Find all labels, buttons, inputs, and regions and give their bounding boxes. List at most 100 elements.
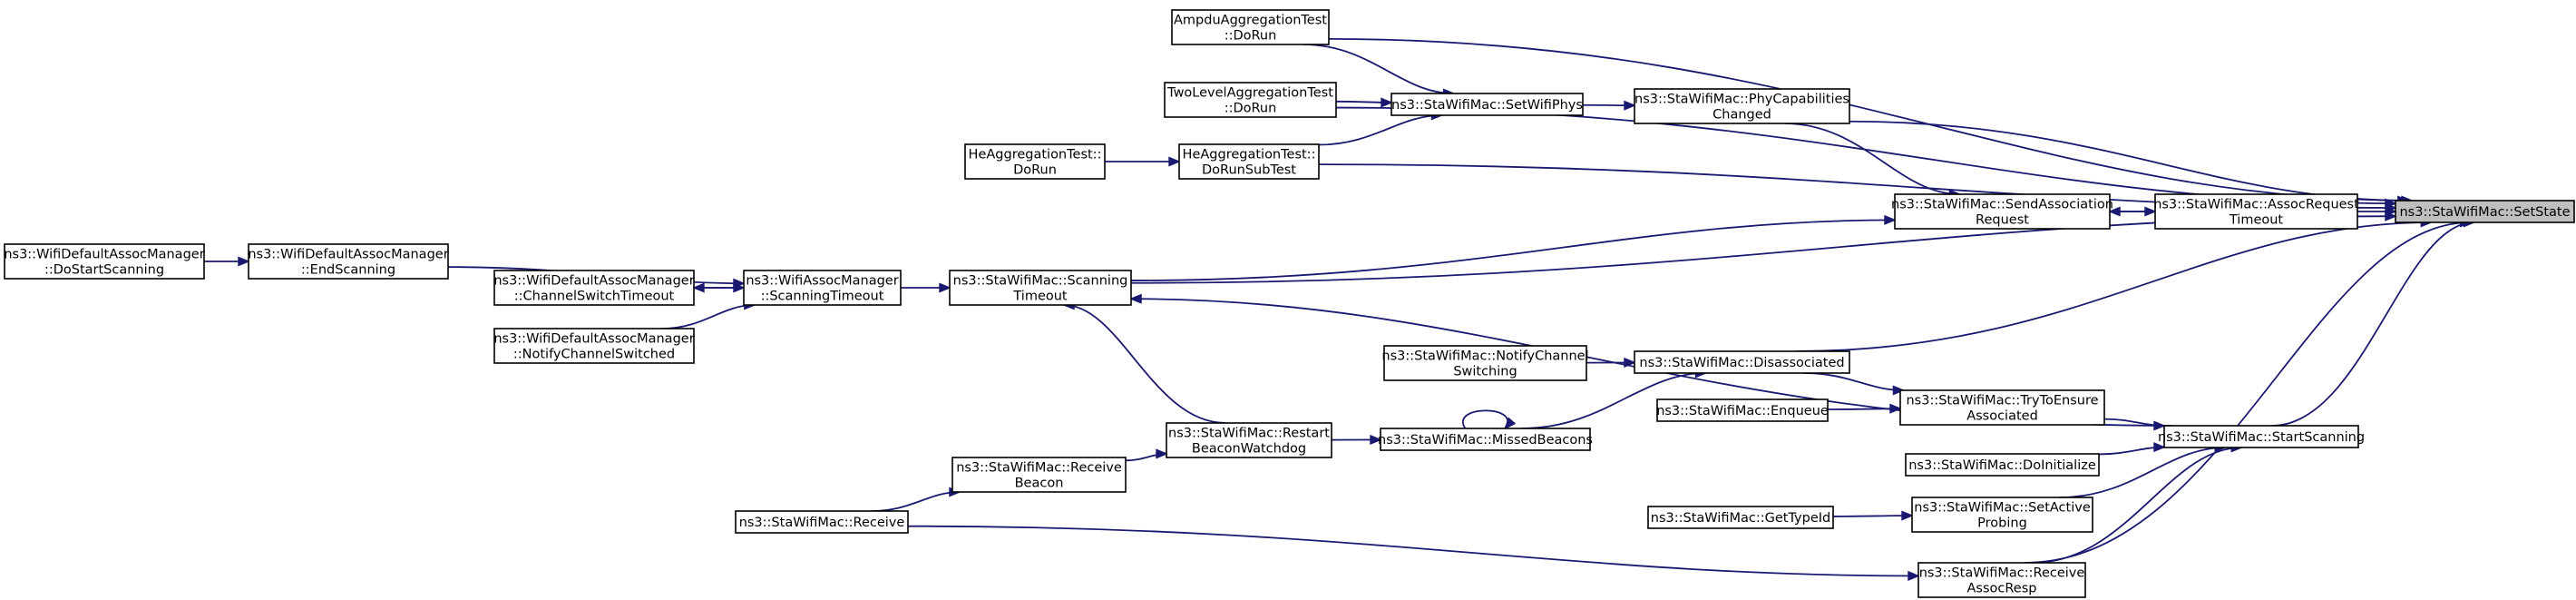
edge-missed-beacons-to-missed-beacons: [1462, 409, 1517, 430]
edge-arrowhead: [1624, 100, 1636, 111]
node-label-line: ns3::WifiDefaultAssocManager: [493, 274, 694, 289]
node-box: [1390, 93, 1584, 116]
edge-line: [1827, 408, 1901, 410]
node-label-line: ::EndScanning: [301, 263, 395, 278]
edge-arrowhead: [1370, 434, 1382, 445]
node-label-line: ns3::StaWifiMac::TryToEnsure: [1906, 394, 2098, 408]
edge-arrowhead: [1168, 156, 1181, 167]
node-label-line: BeaconWatchdog: [1192, 442, 1306, 457]
node-label-line: ::DoStartScanning: [44, 263, 164, 278]
edge-he-agg-do-run-to-he-agg-do-run-sub-test: [1105, 156, 1181, 167]
node-enqueue[interactable]: ns3::StaWifiMac::Enqueue: [1656, 398, 1829, 422]
node-receive[interactable]: ns3::StaWifiMac::Receive: [735, 510, 909, 534]
edge-do-start-scanning-to-end-scanning: [204, 256, 250, 267]
node-box: [1905, 453, 2100, 477]
node-two-level-do-run[interactable]: TwoLevelAggregationTest::DoRun: [1164, 82, 1337, 118]
edge-scanning-timeout-sta-to-send-assoc-req: [1130, 214, 1897, 281]
node-label-line: Timeout: [2229, 213, 2284, 228]
node-box: [1899, 389, 2105, 426]
node-missed-beacons[interactable]: ns3::StaWifiMac::MissedBeacons: [1378, 428, 1593, 451]
edge-two-level-do-run-to-set-wifi-phys: [1335, 97, 1393, 108]
node-box: [493, 270, 695, 306]
node-box: [1634, 350, 1850, 374]
edge-line: [1804, 372, 1904, 391]
edge-send-assoc-req-to-assoc-req-timeout: [2110, 206, 2157, 217]
node-box: [1380, 428, 1591, 451]
edge-line: [1462, 409, 1508, 429]
edge-phy-cap-changed-to-set-state: [1849, 120, 2410, 206]
edge-line: [1784, 123, 1960, 195]
node-ampdu-do-run[interactable]: AmpduAggregationTest::DoRun: [1171, 9, 1330, 45]
node-do-start-scanning[interactable]: ns3::WifiDefaultAssocManager::DoStartSca…: [4, 243, 205, 280]
node-scanning-timeout-sta[interactable]: ns3::StaWifiMac::ScanningTimeout: [949, 270, 1132, 306]
edge-scanning-timeout-mgr-to-channel-switch-timeout: [692, 282, 744, 293]
node-label-line: ns3::StaWifiMac::DoInitialize: [1908, 458, 2096, 473]
node-label-line: ns3::StaWifiMac::AssocRequest: [2153, 198, 2359, 212]
node-set-state[interactable]: ns3::StaWifiMac::SetState: [2395, 200, 2575, 223]
edge-arrowhead: [1901, 510, 1914, 521]
node-box: [743, 270, 902, 306]
node-box: [1647, 506, 1834, 529]
node-label-line: ns3::StaWifiMac::Restart: [1168, 427, 1330, 441]
edge-restart-beacon-watchdog-to-missed-beacons: [1331, 434, 1382, 445]
node-box: [1171, 9, 1330, 45]
edge-restart-beacon-watchdog-to-scanning-timeout-sta: [1062, 300, 1225, 424]
node-he-agg-do-run[interactable]: HeAggregationTest::DoRun: [964, 143, 1106, 180]
edge-disassociated-to-try-to-ensure-associated: [1804, 372, 1906, 396]
node-end-scanning[interactable]: ns3::WifiDefaultAssocManager::EndScannin…: [248, 243, 449, 280]
node-get-type-id[interactable]: ns3::StaWifiMac::GetTypeId: [1647, 506, 1834, 529]
node-box: [248, 243, 449, 280]
node-he-agg-do-run-sub-test[interactable]: HeAggregationTest::DoRunSubTest: [1178, 143, 1320, 180]
node-box: [951, 457, 1127, 493]
node-label-line: ::DoRun: [1225, 29, 1277, 44]
edge-line: [661, 304, 755, 330]
edge-arrowhead: [2153, 442, 2166, 453]
node-label-line: ns3::StaWifiMac::GetTypeId: [1651, 511, 1830, 526]
node-label-line: ns3::WifiAssocManager: [746, 274, 898, 289]
node-label-line: Beacon: [1015, 477, 1064, 491]
node-set-wifi-phys[interactable]: ns3::StaWifiMac::SetWifiPhys: [1390, 93, 1584, 116]
node-start-scanning[interactable]: ns3::StaWifiMac::StartScanning: [2158, 425, 2365, 448]
edge-arrowhead: [1156, 448, 1168, 459]
node-label-line: ns3::WifiDefaultAssocManager: [493, 332, 694, 347]
node-label-line: ns3::StaWifiMac::PhyCapabilities: [1634, 93, 1849, 107]
node-label-line: ns3::StaWifiMac::Receive: [1919, 566, 2085, 581]
edge-line: [2033, 447, 2242, 564]
node-do-initialize[interactable]: ns3::StaWifiMac::DoInitialize: [1905, 453, 2100, 477]
edge-get-type-id-to-set-active-probing: [1832, 510, 1914, 521]
node-label-line: ns3::StaWifiMac::NotifyChannel: [1381, 349, 1588, 364]
edge-enqueue-to-try-to-ensure-associated: [1827, 403, 1902, 414]
node-label-line: HeAggregationTest::: [969, 148, 1102, 162]
edge-scanning-timeout-mgr-to-scanning-timeout-sta: [901, 282, 951, 293]
edge-line: [1064, 304, 1225, 424]
edge-line: [2024, 221, 2471, 564]
edge-line: [1521, 372, 1706, 429]
edge-line: [1303, 44, 1454, 94]
node-box: [949, 270, 1132, 306]
edge-receive-to-receive-assoc-resp: [907, 525, 1920, 582]
node-box: [1894, 193, 2111, 230]
node-label-line: ns3::WifiDefaultAssocManager: [4, 248, 204, 262]
edge-disassociated-to-set-state: [1795, 217, 2434, 352]
edge-phy-cap-changed-to-send-assoc-req: [1784, 123, 1962, 200]
edge-arrowhead: [1889, 403, 1902, 414]
nodes-layer: ns3::StaWifiMac::SetState AmpduAggregatio…: [4, 9, 2575, 598]
edge-receive-to-receive-beacon: [872, 487, 961, 512]
node-label-line: ns3::StaWifiMac::SetState: [2399, 205, 2570, 220]
node-scanning-timeout-mgr[interactable]: ns3::WifiAssocManager::ScanningTimeout: [743, 270, 902, 306]
node-box: [735, 510, 909, 534]
node-notify-channel-switched[interactable]: ns3::WifiDefaultAssocManager::NotifyChan…: [493, 328, 695, 364]
edge-arrowhead: [1381, 97, 1393, 108]
node-channel-switch-timeout[interactable]: ns3::WifiDefaultAssocManager::ChannelSwi…: [493, 270, 695, 306]
node-disassociated[interactable]: ns3::StaWifiMac::Disassociated: [1634, 350, 1850, 374]
node-box: [1166, 422, 1332, 458]
